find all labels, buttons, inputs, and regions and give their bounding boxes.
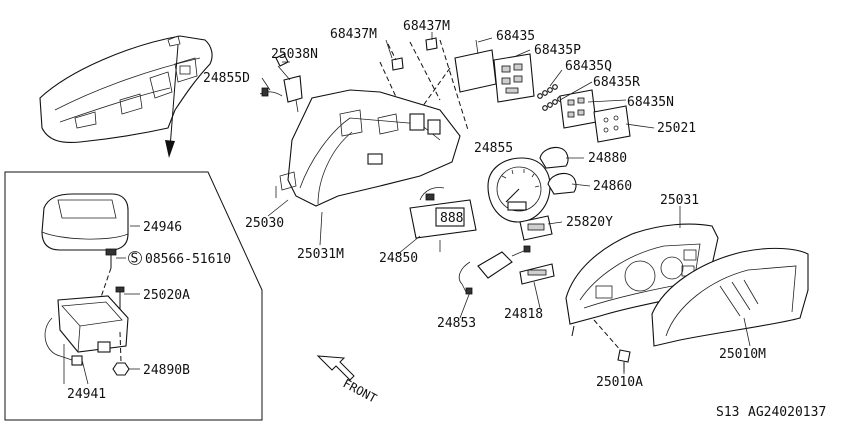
label-24850: 24850 bbox=[379, 251, 418, 266]
label-front: FRONT bbox=[341, 376, 379, 405]
part-24855-gauge bbox=[487, 157, 551, 223]
label-24818: 24818 bbox=[504, 307, 543, 322]
part-24850-clock: 888 bbox=[409, 187, 477, 252]
leader-lines bbox=[81, 32, 751, 385]
label-68435p: 68435P bbox=[534, 43, 581, 58]
reference-code: S13 AG24020137 bbox=[716, 405, 826, 420]
label-08566: 08566-51610 bbox=[145, 252, 231, 267]
part-68437m-clip-b bbox=[425, 37, 438, 51]
clock-display-digits: 888 bbox=[440, 211, 463, 226]
label-08566-group: S 08566-51610 bbox=[128, 251, 231, 267]
label-24880: 24880 bbox=[588, 151, 627, 166]
label-08566-prefix: S bbox=[131, 252, 139, 267]
label-25010a: 25010A bbox=[596, 375, 643, 390]
part-labels: 68437M 68437M 68435 68435P 68435Q 68435R… bbox=[67, 19, 766, 406]
part-25021-panel bbox=[593, 105, 631, 143]
label-68437m-b: 68437M bbox=[403, 19, 450, 34]
part-68435p-board bbox=[493, 53, 535, 103]
part-24890b-nut bbox=[112, 331, 130, 376]
part-25031-panel bbox=[565, 223, 719, 337]
label-68435: 68435 bbox=[496, 29, 535, 44]
label-68435r: 68435R bbox=[593, 75, 640, 90]
part-68435-plate bbox=[454, 39, 497, 93]
ref-code-right: AG24020137 bbox=[748, 405, 826, 420]
part-08566-bolt bbox=[99, 248, 117, 301]
part-25030-housing bbox=[275, 89, 461, 207]
part-24860-gauge bbox=[547, 172, 577, 195]
label-68435n: 68435N bbox=[627, 95, 674, 110]
label-24853: 24853 bbox=[437, 316, 476, 331]
label-25031m: 25031M bbox=[297, 247, 344, 262]
part-24880-gauge bbox=[539, 146, 569, 169]
front-direction-arrow bbox=[316, 355, 355, 381]
label-25038n: 25038N bbox=[271, 47, 318, 62]
label-24941: 24941 bbox=[67, 387, 106, 402]
label-25030: 25030 bbox=[245, 216, 284, 231]
label-25010m: 25010M bbox=[719, 347, 766, 362]
part-25010m-lens bbox=[651, 247, 809, 347]
label-25020a: 25020A bbox=[143, 288, 190, 303]
label-68437m-a: 68437M bbox=[330, 27, 377, 42]
detail-box bbox=[4, 171, 263, 421]
label-25820y: 25820Y bbox=[566, 215, 613, 230]
dashboard-overview-drawing bbox=[39, 35, 213, 144]
label-24855d: 24855D bbox=[203, 71, 250, 86]
part-68435n-board bbox=[559, 89, 597, 129]
part-25010a-screw bbox=[593, 319, 631, 372]
label-25021: 25021 bbox=[657, 121, 696, 136]
part-68435r-bulbs bbox=[542, 96, 563, 111]
ref-code-left: S13 bbox=[716, 405, 739, 420]
part-24946-cover bbox=[41, 193, 129, 251]
label-68435q: 68435Q bbox=[565, 59, 612, 74]
label-24855: 24855 bbox=[474, 141, 513, 156]
part-24941-module bbox=[44, 295, 129, 384]
callout-arrow bbox=[165, 44, 179, 158]
part-68435q-bulbs bbox=[537, 84, 558, 99]
part-68437m-clip-a bbox=[387, 43, 404, 71]
part-25820y-switch bbox=[519, 215, 553, 241]
label-25031: 25031 bbox=[660, 193, 699, 208]
part-24818-bracket bbox=[519, 263, 555, 285]
label-24860: 24860 bbox=[593, 179, 632, 194]
label-24890b: 24890B bbox=[143, 363, 190, 378]
part-24853-harness bbox=[458, 245, 531, 295]
part-25038n-bracket bbox=[259, 53, 303, 113]
label-24946: 24946 bbox=[143, 220, 182, 235]
